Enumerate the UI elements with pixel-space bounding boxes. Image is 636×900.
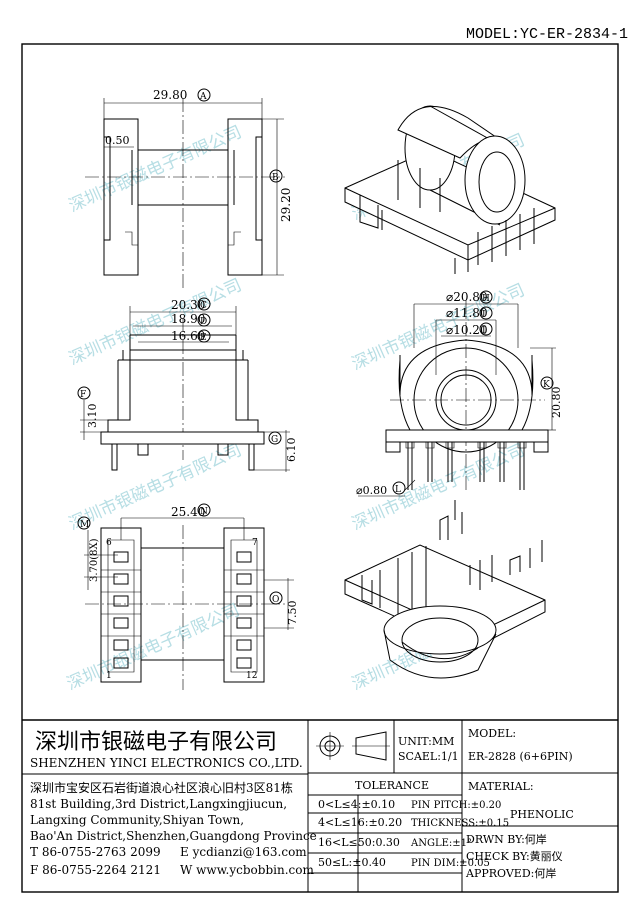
company-tel: T 86-0755-2763 2099 — [30, 845, 161, 859]
bottom-view: 6 7 1 12 25.40 N M 3.70(8X) O 7.50 — [77, 503, 299, 690]
dim-o-letter: O — [272, 595, 279, 605]
tolerance-row-3-right: ANGLE:±1° — [410, 838, 472, 849]
company-email: E ycdianzi@163.com — [180, 845, 307, 859]
dim-e-value: 16.60 — [171, 329, 205, 343]
watermark-2: 深圳市银磁电子有限公司 — [66, 275, 245, 369]
pin-7-label: 7 — [252, 538, 258, 548]
model-value: ER-2828 (6+6PIN) — [468, 750, 573, 763]
iso-view-bottom — [344, 500, 546, 679]
dim-k-letter: K — [543, 380, 550, 390]
tolerance-row-3-left: 16<L≤50:0.30 — [318, 836, 400, 849]
watermark-1: 深圳市银磁电子有限公司 — [66, 122, 245, 216]
dim-n-letter: N — [200, 507, 208, 517]
model-title: MODEL:YC-ER-2834-1 — [466, 26, 628, 43]
address-en-1: 81st Building,3rd District,Langxingjiucu… — [30, 797, 287, 811]
address-en-2: Langxing Community,Shiyan Town, — [30, 813, 244, 827]
tolerance-row-4-left: 50≤L:±0.40 — [318, 856, 386, 869]
dim-b-value: 29.20 — [279, 188, 293, 222]
projection-symbol-icon — [316, 731, 390, 761]
address-cn: 深圳市宝安区石岩街道浪心社区浪心旧村3区81栋 — [30, 780, 293, 795]
scale-label: SCAEL:1/1 — [398, 750, 459, 763]
material-value: PHENOLIC — [510, 808, 574, 821]
dim-j-value: ⌀10.20 — [446, 323, 488, 337]
dim-h-value: ⌀20.80 — [446, 290, 488, 304]
front-view: 20.30 C 18.90 D 16.60 E F 3.10 G 6.10 — [77, 297, 298, 472]
dim-d-value: 18.90 — [171, 312, 205, 326]
unit-label: UNIT:MM — [398, 735, 454, 748]
approved-by: APPROVED:何岸 — [465, 867, 556, 880]
tolerance-row-1-right: PIN PITCH:±0.20 — [411, 800, 501, 811]
dim-g-value: 6.10 — [285, 438, 298, 463]
company-web: W www.ycbobbin.com — [180, 863, 314, 877]
dim-c-letter: C — [200, 301, 207, 311]
dim-b-marker — [269, 169, 283, 183]
dim-c-value: 20.30 — [171, 298, 205, 312]
tolerance-row-1-left: 0<L≤4:±0.10 — [318, 798, 395, 811]
side-view: ⌀20.80 H ⌀11.80 I ⌀10.20 I K 20.80 ⌀0.80… — [356, 290, 563, 497]
dim-l-value: ⌀0.80 — [356, 484, 387, 497]
check-by: CHECK BY:黄丽仪 — [466, 849, 563, 863]
pin-1-label: 1 — [106, 671, 112, 681]
dim-f-value: 3.10 — [86, 404, 99, 429]
dim-k-value: 20.80 — [550, 387, 563, 419]
dim-a-value: 29.80 — [153, 88, 187, 102]
iso-view-top — [344, 105, 556, 274]
tolerance-title: TOLERANCE — [355, 779, 429, 792]
dim-i-value: ⌀11.80 — [446, 306, 488, 320]
model-label: MODEL: — [468, 727, 516, 740]
dim-o-value: 7.50 — [286, 601, 299, 626]
tolerance-row-2-right: THICKNESS:±0.15 — [411, 818, 509, 829]
tolerance-row-2-left: 4<L≤16:±0.20 — [318, 816, 402, 829]
dim-h-letter: H — [482, 294, 490, 304]
drawn-by: DRWN BY:何岸 — [466, 833, 547, 846]
title-block: 深圳市银磁电子有限公司 SHENZHEN YINCI ELECTRONICS C… — [22, 719, 618, 892]
dim-i-letter: I — [482, 310, 486, 320]
top-view: 29.80 A 0.50 B 29.20 — [85, 88, 293, 290]
dim-d-letter: D — [200, 317, 207, 327]
company-fax: F 86-0755-2264 2121 — [30, 863, 161, 877]
dim-n-value: 25.40 — [171, 505, 205, 519]
watermark-4: 深圳市银磁电子有限公司 — [64, 600, 243, 694]
dim-a-marker — [197, 88, 211, 102]
dim-e-letter: E — [200, 333, 207, 343]
tolerance-row-4-right: PIN DIM:±0.05 — [411, 858, 490, 869]
dim-m-letter: M — [80, 520, 89, 530]
dim-f-letter: F — [80, 390, 86, 400]
dim-l-letter: L — [395, 485, 401, 495]
pin-6-label: 6 — [106, 538, 112, 548]
dim-g-letter: G — [271, 435, 278, 445]
pin-12-label: 12 — [246, 671, 257, 681]
material-label: MATERIAL: — [468, 780, 534, 793]
watermark-6: 深圳市银磁电子有限公司 — [349, 280, 528, 374]
dim-wall-value: 0.50 — [105, 134, 130, 147]
company-name-en: SHENZHEN YINCI ELECTRONICS CO.,LTD. — [30, 756, 303, 770]
address-en-3: Bao'An District,Shenzhen,Guangdong Provi… — [30, 829, 317, 843]
dim-b-letter: B — [272, 173, 279, 183]
sheet-frame — [21, 43, 619, 893]
dim-m-value: 3.70(8X) — [89, 538, 100, 582]
company-name-cn: 深圳市银磁电子有限公司 — [35, 730, 277, 755]
dim-a-letter: A — [199, 92, 207, 102]
dim-j-letter: I — [482, 326, 486, 336]
